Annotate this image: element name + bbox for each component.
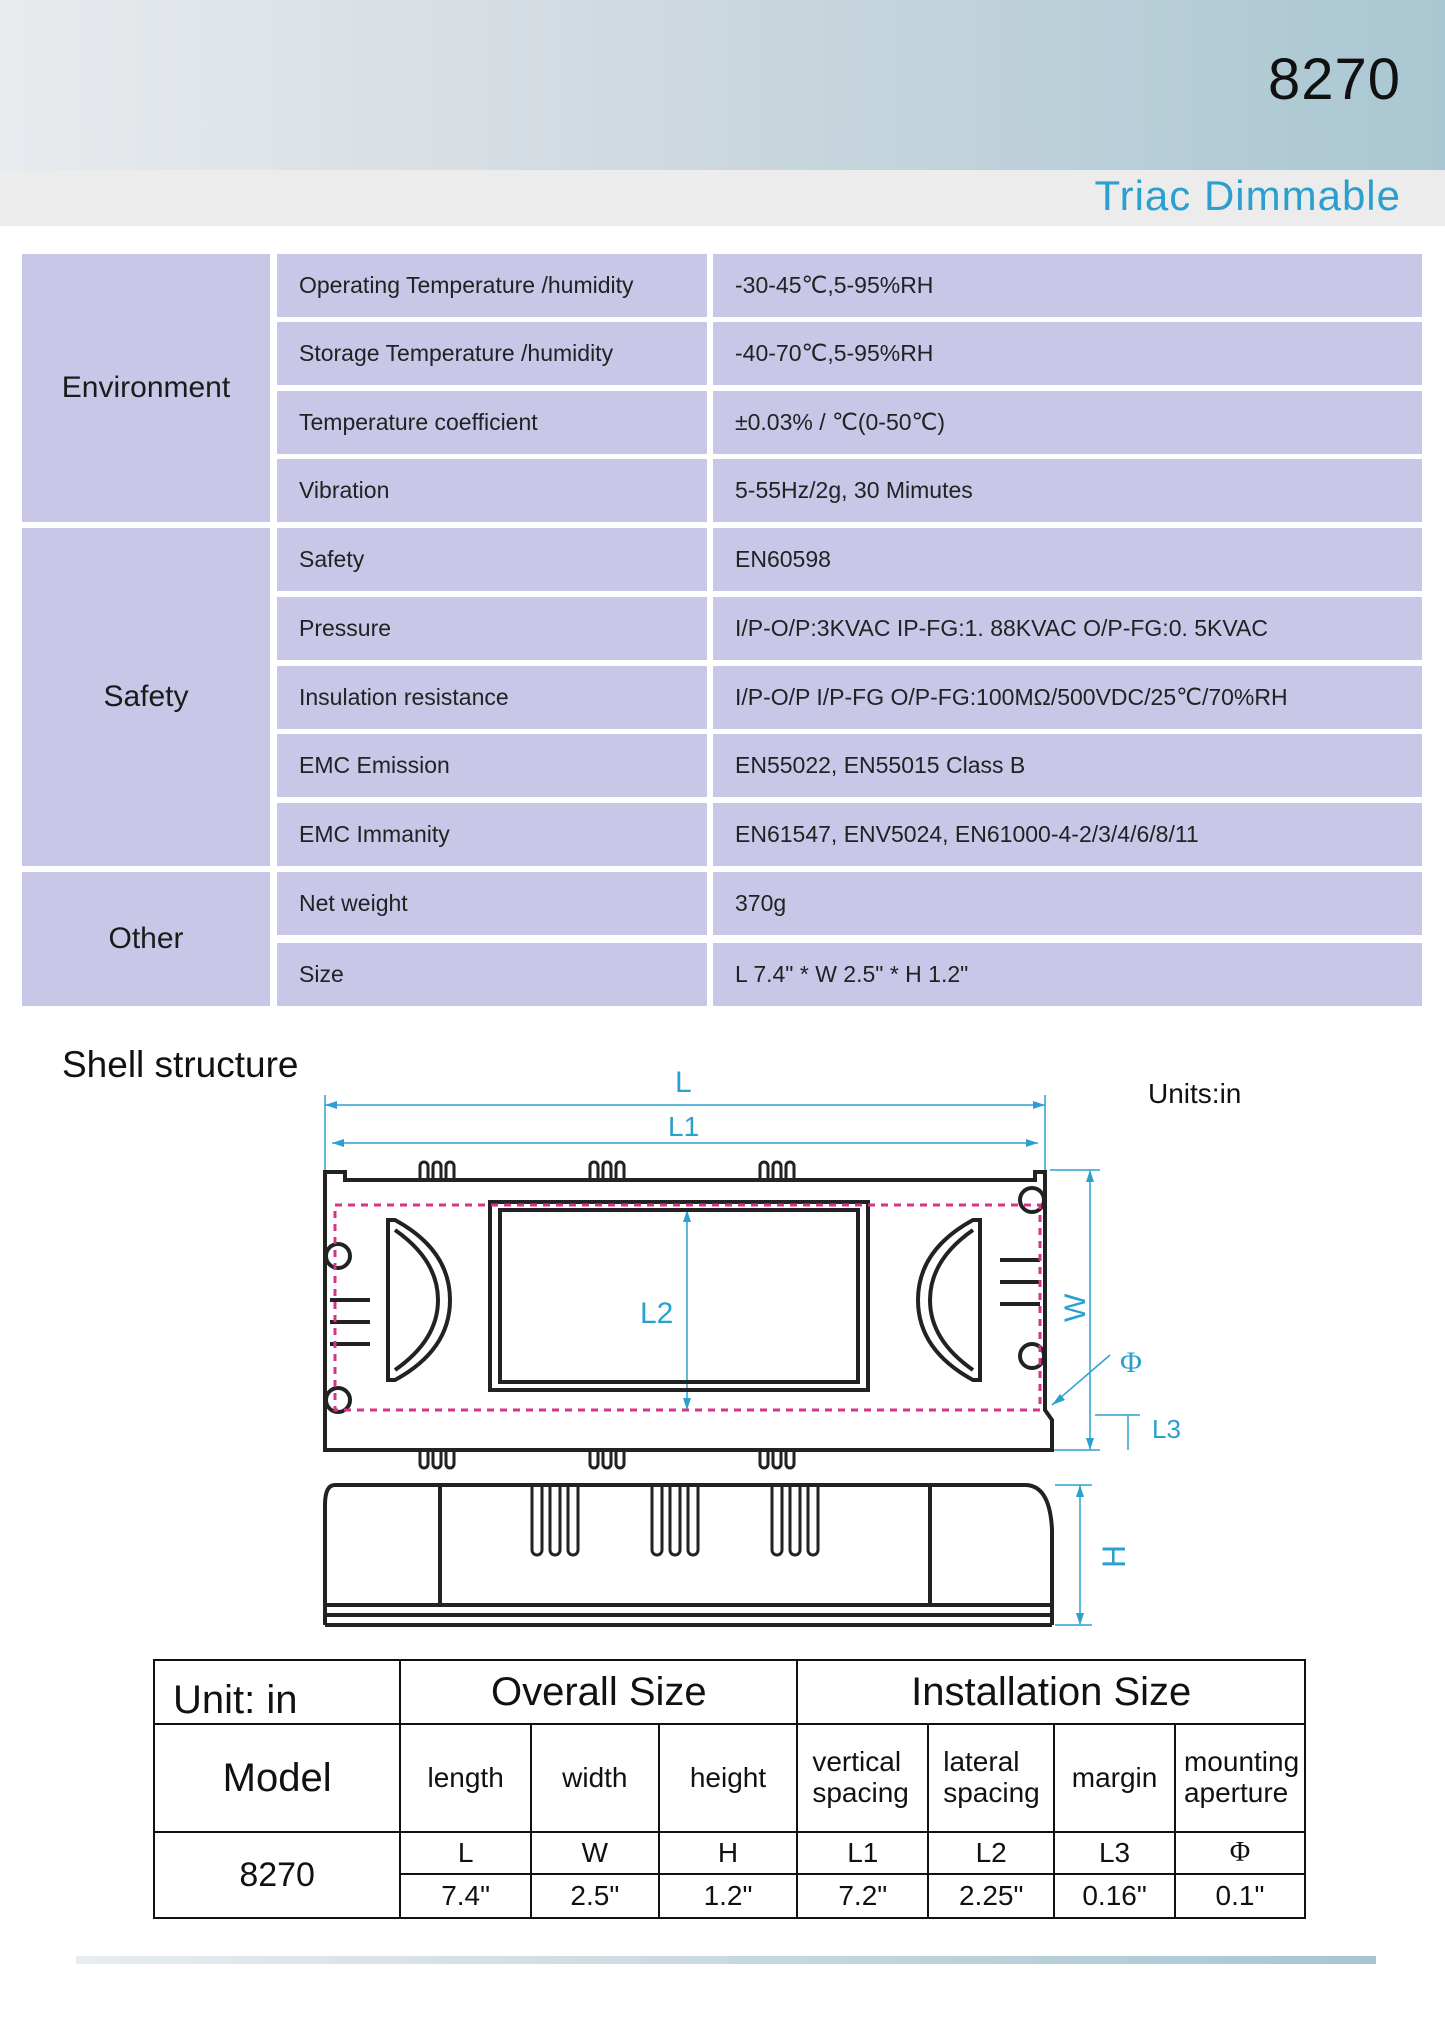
spec-value: -40-70℃,5-95%RH — [713, 322, 1422, 385]
category-safety: Safety — [22, 528, 270, 866]
spec-param: Vibration — [277, 459, 707, 522]
top-view — [323, 1170, 1054, 1452]
value-mounting-aperture: 0.1" — [1173, 1873, 1307, 1919]
spec-value: 370g — [713, 872, 1422, 935]
value-height: 1.2" — [657, 1873, 799, 1919]
header-strip — [0, 170, 1445, 226]
value-margin: 0.16" — [1053, 1873, 1176, 1919]
spec-value: EN55022, EN55015 Class B — [713, 734, 1422, 797]
dim-label-L1: L1 — [668, 1111, 699, 1142]
symbol-L3: L3 — [1053, 1831, 1176, 1875]
spec-param: Storage Temperature /humidity — [277, 322, 707, 385]
shell-drawing: L L1 L2 W Φ L3 H — [323, 1066, 1180, 1627]
dim-label-L: L — [675, 1066, 692, 1099]
vent-slots-top — [418, 1160, 796, 1470]
mounting-outline — [333, 1203, 1042, 1412]
dim-label-L2: L2 — [640, 1297, 673, 1330]
installation-size-header: Installation Size — [796, 1659, 1306, 1725]
symbol-H: H — [657, 1831, 799, 1875]
units-label: Units:in — [1148, 1078, 1242, 1109]
spec-value: I/P-O/P:3KVAC IP-FG:1. 88KVAC O/P-FG:0. … — [713, 597, 1422, 660]
spec-param: EMC Immanity — [277, 803, 707, 866]
col-height: height — [657, 1723, 799, 1833]
spec-param: Insulation resistance — [277, 666, 707, 729]
symbol-L: L — [399, 1831, 532, 1875]
value-width: 2.5" — [530, 1873, 660, 1919]
spec-param: Pressure — [277, 597, 707, 660]
category-environment: Environment — [22, 254, 270, 522]
dimension-lines — [324, 1095, 1140, 1626]
spec-param: EMC Emission — [277, 734, 707, 797]
overall-size-header: Overall Size — [399, 1659, 799, 1725]
spec-param: Safety — [277, 528, 707, 591]
value-vertical-spacing: 7.2" — [796, 1873, 930, 1919]
symbol-W: W — [530, 1831, 660, 1875]
model-value: 8270 — [152, 1831, 402, 1919]
unit-label: Unit: in — [152, 1659, 402, 1725]
dim-label-W: W — [1059, 1293, 1092, 1322]
footer-bar — [76, 1956, 1376, 1964]
product-subtitle: Triac Dimmable — [1094, 172, 1401, 219]
shell-structure-title: Shell structure — [62, 1044, 299, 1085]
col-width: width — [530, 1723, 660, 1833]
symbol-L2: L2 — [927, 1831, 1056, 1875]
spec-param: Temperature coefficient — [277, 391, 707, 454]
spec-param: Operating Temperature /humidity — [277, 254, 707, 317]
col-mounting-aperture: mounting aperture — [1173, 1723, 1307, 1833]
dim-label-L3: L3 — [1152, 1414, 1180, 1444]
model-header: Model — [152, 1723, 402, 1833]
spec-value: -30-45℃,5-95%RH — [713, 254, 1422, 317]
side-view — [323, 1483, 1054, 1627]
spec-value: I/P-O/P I/P-FG O/P-FG:100MΩ/500VDC/25℃/7… — [713, 666, 1422, 729]
category-other: Other — [22, 872, 270, 1006]
dimension-table: Unit: in Overall Size Installation Size … — [152, 1659, 1307, 1919]
col-lateral-spacing: lateral spacing — [927, 1723, 1056, 1833]
spec-table: Environment Safety Other Operating Tempe… — [22, 254, 1422, 1006]
value-length: 7.4" — [399, 1873, 532, 1919]
symbol-phi: Φ — [1173, 1831, 1307, 1875]
header-banner — [0, 0, 1445, 170]
value-lateral-spacing: 2.25" — [927, 1873, 1056, 1919]
vent-slots-side — [530, 1485, 820, 1557]
col-length: length — [399, 1723, 532, 1833]
spec-value: ±0.03% / ℃(0-50℃) — [713, 391, 1422, 454]
spec-param: Size — [277, 943, 707, 1006]
spec-value: EN61547, ENV5024, EN61000-4-2/3/4/6/8/11 — [713, 803, 1422, 866]
col-margin: margin — [1053, 1723, 1176, 1833]
col-vertical-spacing: vertical spacing — [796, 1723, 930, 1833]
dimension-arrows — [325, 1101, 1094, 1625]
dim-label-H: H — [1096, 1545, 1132, 1568]
spec-value: EN60598 — [713, 528, 1422, 591]
symbol-L1: L1 — [796, 1831, 930, 1875]
dim-label-phi: Φ — [1120, 1346, 1142, 1379]
spec-value: 5-55Hz/2g, 30 Mimutes — [713, 459, 1422, 522]
model-number: 8270 — [1267, 47, 1401, 112]
spec-param: Net weight — [277, 872, 707, 935]
spec-value: L 7.4" * W 2.5" * H 1.2" — [713, 943, 1422, 1006]
